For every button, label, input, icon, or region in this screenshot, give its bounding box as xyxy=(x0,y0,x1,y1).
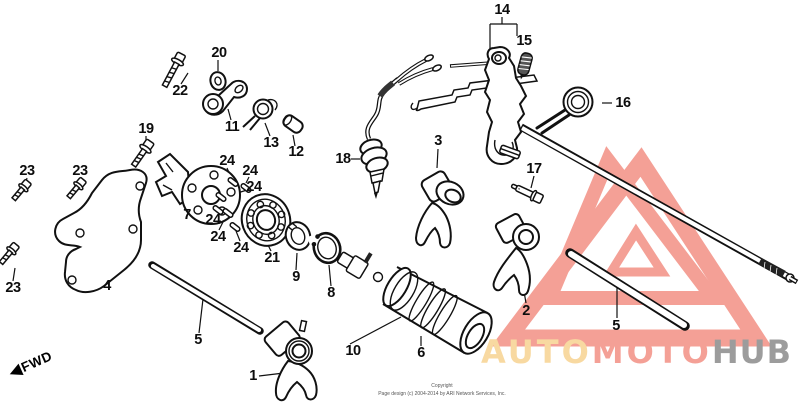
part-label-8[interactable]: 8 xyxy=(327,285,335,301)
part-label-5[interactable]: 5 xyxy=(194,332,202,348)
gearshift-arm-11 xyxy=(202,79,249,116)
part-label-19[interactable]: 19 xyxy=(138,121,154,137)
collar-9 xyxy=(284,221,312,251)
bolt-23-a xyxy=(10,178,32,202)
bolt-19 xyxy=(130,138,155,169)
shift-fork-1 xyxy=(263,319,318,402)
gearshift-spindle-assembly-14 xyxy=(410,45,799,285)
bolt-17 xyxy=(510,183,544,204)
torsion-spring-16 xyxy=(535,86,594,135)
stopper-plate-4 xyxy=(54,168,148,294)
ball-bearing-21 xyxy=(240,193,292,247)
shift-fork-2 xyxy=(492,213,540,296)
brand-moto: MOTO xyxy=(591,333,712,371)
fork-shaft-5-left xyxy=(148,261,264,335)
part-label-14[interactable]: 14 xyxy=(494,2,510,18)
snap-ring-8 xyxy=(307,231,342,265)
part-label-23[interactable]: 23 xyxy=(72,163,88,179)
part-label-2[interactable]: 2 xyxy=(522,303,530,319)
part-label-24[interactable]: 24 xyxy=(233,240,249,256)
shift-fork-3 xyxy=(414,170,465,249)
part-label-24[interactable]: 24 xyxy=(205,212,221,228)
torsion-spring-13 xyxy=(242,98,278,131)
brand-auto: AUTO xyxy=(481,333,592,371)
bolt-22 xyxy=(161,51,186,89)
part-label-23[interactable]: 23 xyxy=(19,163,35,179)
part-label-1[interactable]: 1 xyxy=(249,368,257,384)
part-label-12[interactable]: 12 xyxy=(288,144,304,160)
part-label-6[interactable]: 6 xyxy=(417,345,425,361)
copyright-text: Copyright Page design (c) 2004-2014 by A… xyxy=(312,383,572,398)
copyright-line-2: Page design (c) 2004-2014 by ARI Network… xyxy=(378,390,506,397)
part-label-7[interactable]: 7 xyxy=(183,207,191,223)
part-label-24[interactable]: 24 xyxy=(219,153,235,169)
part-label-9[interactable]: 9 xyxy=(292,269,300,285)
part-label-15[interactable]: 15 xyxy=(516,33,532,49)
part-label-4[interactable]: 4 xyxy=(103,278,111,294)
part-label-5[interactable]: 5 xyxy=(612,318,620,334)
part-label-22[interactable]: 22 xyxy=(172,83,188,99)
part-label-24[interactable]: 24 xyxy=(210,229,226,245)
neutral-switch-18 xyxy=(359,54,442,199)
part-label-3[interactable]: 3 xyxy=(434,133,442,149)
part-label-17[interactable]: 17 xyxy=(526,161,542,177)
washer-20 xyxy=(209,71,227,91)
spring-pin-15 xyxy=(517,52,533,80)
automotohub-wordmark: AUTOMOTOHUB xyxy=(481,336,792,368)
copyright-line-1: Copyright xyxy=(431,383,453,389)
part-label-11[interactable]: 11 xyxy=(224,119,240,135)
part-label-16[interactable]: 16 xyxy=(615,95,631,111)
part-label-24[interactable]: 24 xyxy=(246,179,262,195)
part-label-10[interactable]: 10 xyxy=(345,343,361,359)
bolt-23-b xyxy=(65,176,87,200)
roller-12 xyxy=(282,114,304,134)
part-label-20[interactable]: 20 xyxy=(211,45,227,61)
part-label-13[interactable]: 13 xyxy=(263,135,279,151)
part-label-24[interactable]: 24 xyxy=(242,163,258,179)
brand-hub: HUB xyxy=(711,333,793,371)
gearshift-drum-6 xyxy=(336,251,493,355)
fork-shaft-5-right xyxy=(565,248,690,331)
part-label-23[interactable]: 23 xyxy=(5,280,21,296)
part-label-18[interactable]: 18 xyxy=(335,151,351,167)
bolt-23-c xyxy=(0,241,20,266)
part-label-21[interactable]: 21 xyxy=(264,250,280,266)
